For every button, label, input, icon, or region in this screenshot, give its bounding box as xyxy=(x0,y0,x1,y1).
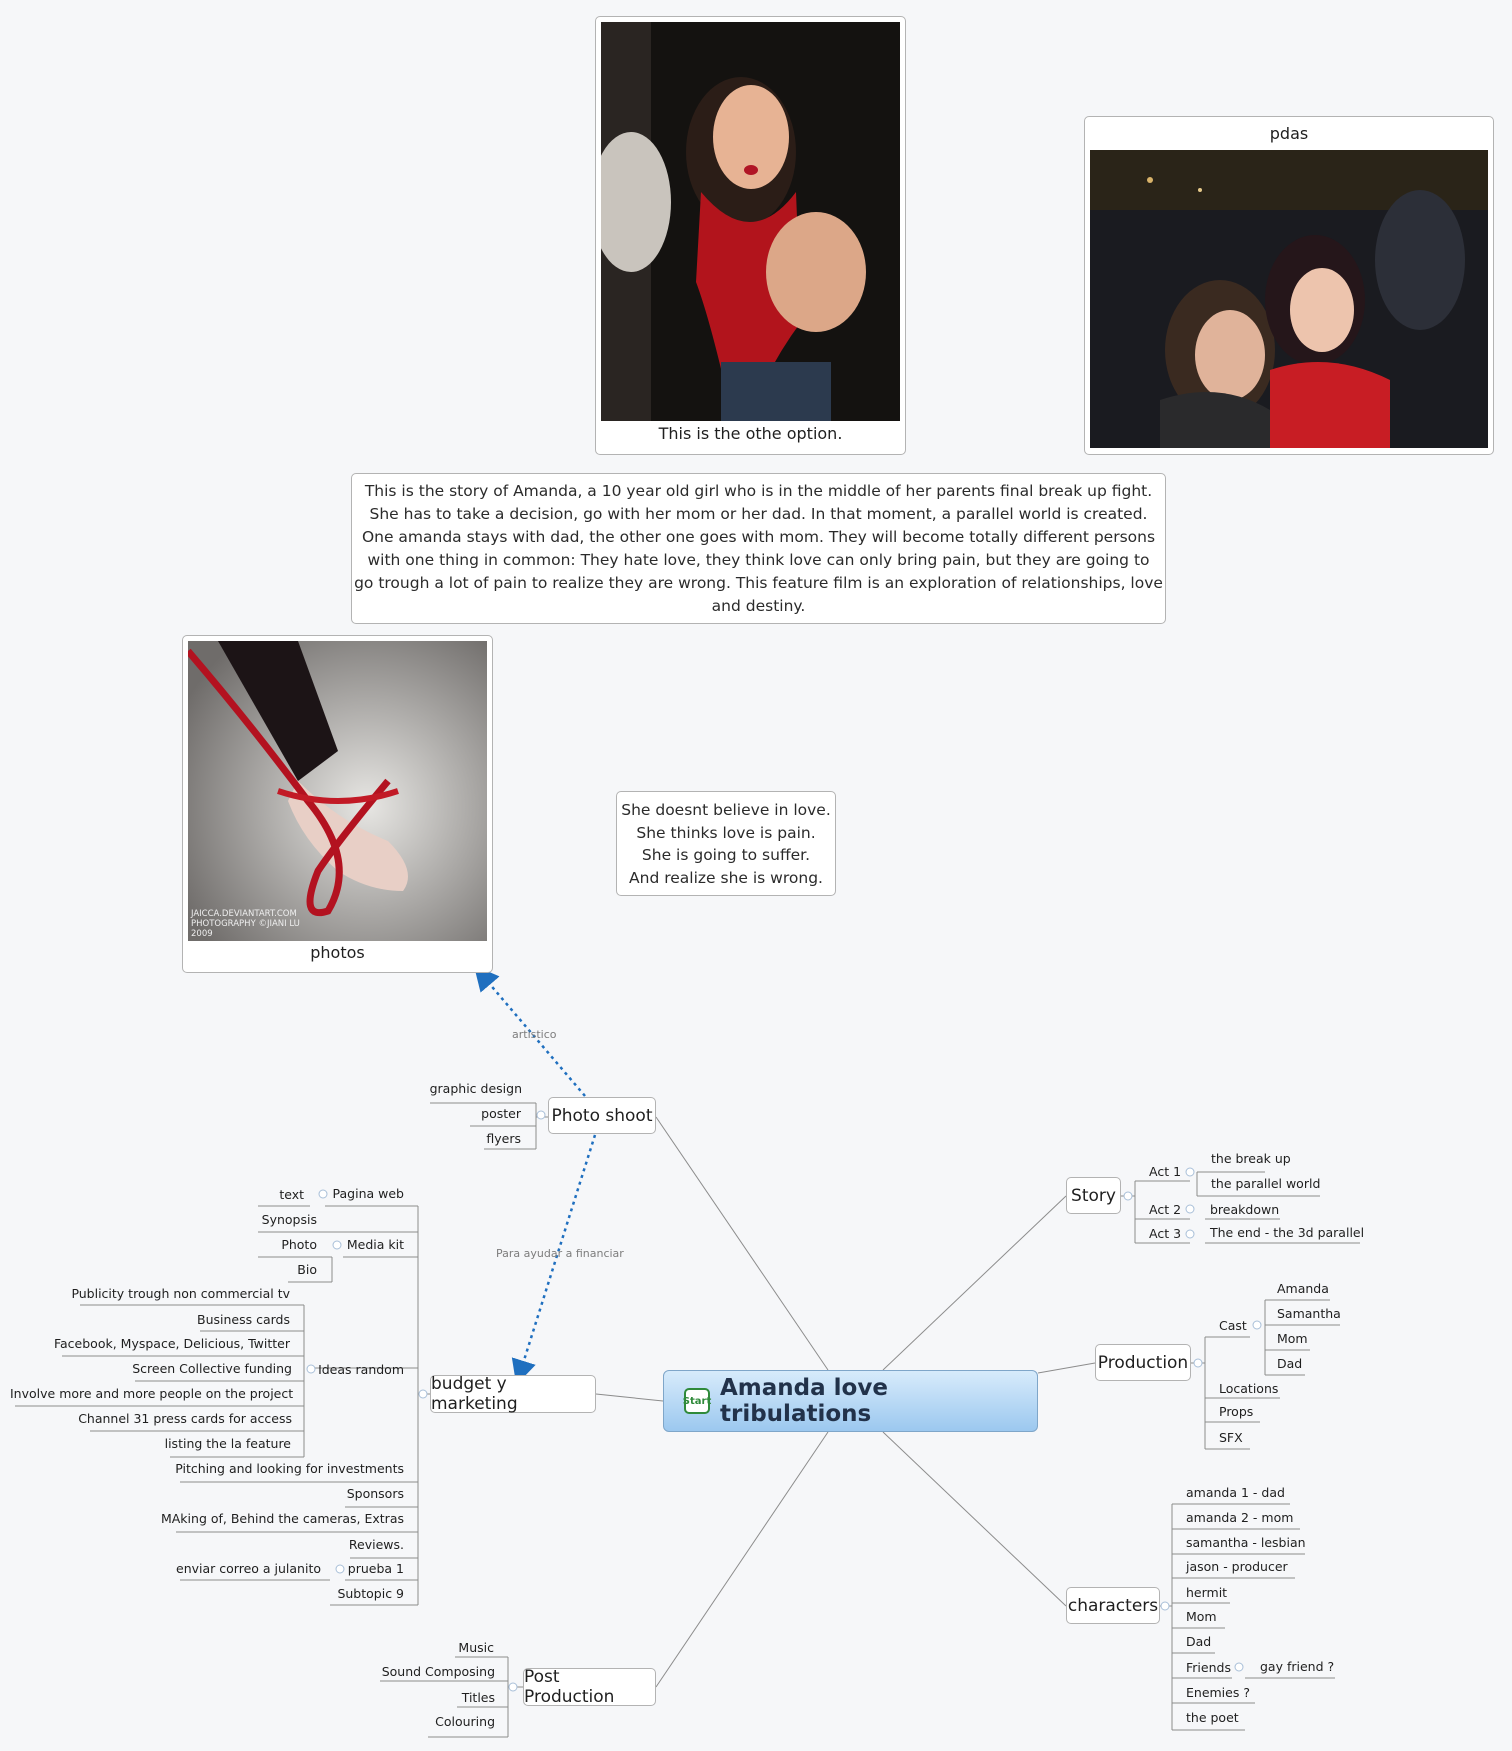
relationship-label[interactable]: artistico xyxy=(512,1028,557,1041)
leaf-cast-member[interactable]: Amanda xyxy=(1277,1281,1329,1296)
leaf-reviews[interactable]: Reviews. xyxy=(348,1537,404,1552)
leaf-music[interactable]: Music xyxy=(458,1640,494,1655)
central-topic-title: Amanda love tribulations xyxy=(720,1375,888,1427)
image-topic-photos[interactable]: JAICCA.DEVIANTART.COM PHOTOGRAPHY ©JIANI… xyxy=(182,635,493,973)
leaf-gay-friend[interactable]: gay friend ? xyxy=(1260,1659,1335,1674)
leaf-graphic-design[interactable]: graphic design xyxy=(429,1081,522,1096)
leaf-sound-composing[interactable]: Sound Composing xyxy=(381,1664,495,1679)
leaf-idea[interactable]: Publicity trough non commercial tv xyxy=(71,1286,290,1301)
story-description[interactable]: This is the story of Amanda, a 10 year o… xyxy=(351,473,1166,624)
topic-post-production[interactable]: Post Production xyxy=(523,1667,656,1707)
image-topic-red-scarf[interactable]: This is the othe option. xyxy=(595,16,906,455)
leaf-character[interactable]: Dad xyxy=(1186,1634,1212,1649)
leaf-character[interactable]: jason - producer xyxy=(1186,1559,1288,1574)
topic-budget-marketing[interactable]: budget y marketing xyxy=(430,1374,596,1414)
tagline-line: She is going to suffer. xyxy=(641,846,811,864)
story-line: go trough a lot of pain to realize they … xyxy=(354,574,1163,592)
leaf-photo[interactable]: Photo xyxy=(281,1237,317,1252)
leaf-the-end[interactable]: The end - the 3d parallel xyxy=(1210,1225,1365,1240)
story-line: and destiny. xyxy=(711,597,806,615)
story-line: This is the story of Amanda, a 10 year o… xyxy=(364,482,1153,500)
leaf-idea[interactable]: Channel 31 press cards for access xyxy=(78,1411,292,1426)
leaf-idea[interactable]: Business cards xyxy=(197,1312,290,1327)
leaf-ideas-random[interactable]: Ideas random xyxy=(318,1362,404,1377)
leaf-poster[interactable]: poster xyxy=(481,1106,521,1121)
leaf-text[interactable]: text xyxy=(279,1187,304,1202)
leaf-act-3[interactable]: Act 3 xyxy=(1149,1226,1182,1241)
photo-watermark: JAICCA.DEVIANTART.COM PHOTOGRAPHY ©JIANI… xyxy=(191,909,300,939)
leaf-props[interactable]: Props xyxy=(1219,1404,1254,1419)
leaf-cast-member[interactable]: Mom xyxy=(1277,1331,1308,1346)
leaf-enviar-correo[interactable]: enviar correo a julanito xyxy=(176,1561,321,1576)
topic-story[interactable]: Story xyxy=(1066,1177,1121,1214)
leaf-pagina-web[interactable]: Pagina web xyxy=(332,1186,404,1201)
leaf-act-1[interactable]: Act 1 xyxy=(1149,1164,1182,1179)
topic-production[interactable]: Production xyxy=(1095,1344,1191,1381)
leaf-idea[interactable]: Screen Collective funding xyxy=(132,1361,292,1376)
tagline-line: And realize she is wrong. xyxy=(629,868,823,887)
leaf-making-of[interactable]: MAking of, Behind the cameras, Extras xyxy=(160,1511,404,1526)
leaf-character[interactable]: amanda 2 - mom xyxy=(1186,1510,1294,1525)
leaf-breakdown[interactable]: breakdown xyxy=(1210,1202,1280,1217)
leaf-character[interactable]: Enemies ? xyxy=(1186,1685,1250,1700)
tagline-line: She doesnt believe in love. xyxy=(621,801,831,819)
red-ribbon-hand-photo: JAICCA.DEVIANTART.COM PHOTOGRAPHY ©JIANI… xyxy=(188,641,487,941)
leaf-character[interactable]: hermit xyxy=(1186,1585,1228,1600)
leaf-cast-member[interactable]: Samantha xyxy=(1277,1306,1341,1321)
leaf-character[interactable]: amanda 1 - dad xyxy=(1186,1485,1285,1500)
image-caption: photos xyxy=(310,943,365,962)
leaf-titles[interactable]: Titles xyxy=(461,1690,495,1705)
woman-red-scarf-photo xyxy=(601,22,900,421)
leaf-idea[interactable]: Involve more and more people on the proj… xyxy=(10,1386,294,1401)
two-women-party-photo xyxy=(1090,150,1488,448)
leaf-cast-member[interactable]: Dad xyxy=(1277,1356,1303,1371)
leaf-locations[interactable]: Locations xyxy=(1219,1381,1279,1396)
leaf-prueba[interactable]: prueba 1 xyxy=(347,1561,404,1576)
leaf-colouring[interactable]: Colouring xyxy=(435,1714,495,1729)
story-line: with one thing in common: They hate love… xyxy=(367,551,1150,569)
leaf-bio[interactable]: Bio xyxy=(297,1262,317,1277)
tagline-box[interactable]: She doesnt believe in love. She thinks l… xyxy=(616,791,836,896)
leaf-idea[interactable]: listing the la feature xyxy=(164,1436,291,1451)
topic-photo-shoot[interactable]: Photo shoot xyxy=(548,1097,656,1134)
story-line: She has to take a decision, go with her … xyxy=(369,505,1148,523)
story-line: One amanda stays with dad, the other one… xyxy=(361,528,1156,546)
leaf-pitching[interactable]: Pitching and looking for investments xyxy=(175,1461,404,1476)
start-icon: Start xyxy=(683,1388,711,1414)
leaf-sponsors[interactable]: Sponsors xyxy=(346,1486,404,1501)
leaf-character[interactable]: Mom xyxy=(1186,1609,1217,1624)
leaf-synopsis[interactable]: Synopsis xyxy=(261,1212,317,1227)
leaf-flyers[interactable]: flyers xyxy=(486,1131,521,1146)
central-topic[interactable]: Start Amanda love tribulations xyxy=(663,1370,1038,1432)
leaf-character[interactable]: the poet xyxy=(1186,1710,1239,1725)
leaf-act-2[interactable]: Act 2 xyxy=(1149,1202,1182,1217)
leaf-character[interactable]: samantha - lesbian xyxy=(1186,1535,1306,1550)
leaf-sfx[interactable]: SFX xyxy=(1219,1430,1243,1445)
image-topic-pdas[interactable]: pdas xyxy=(1084,116,1494,455)
leaf-parallel-world[interactable]: the parallel world xyxy=(1211,1176,1321,1191)
leaf-subtopic[interactable]: Subtopic 9 xyxy=(337,1586,404,1601)
leaf-character[interactable]: Friends xyxy=(1186,1660,1231,1675)
leaf-break-up[interactable]: the break up xyxy=(1211,1151,1291,1166)
image-caption: This is the othe option. xyxy=(658,424,843,443)
tagline-line: She thinks love is pain. xyxy=(636,823,816,842)
leaf-media-kit[interactable]: Media kit xyxy=(346,1237,404,1252)
leaf-idea[interactable]: Facebook, Myspace, Delicious, Twitter xyxy=(53,1336,290,1351)
relationship-label[interactable]: Para ayudar a financiar xyxy=(496,1247,624,1260)
image-title: pdas xyxy=(1269,124,1309,143)
topic-characters[interactable]: characters xyxy=(1066,1587,1160,1624)
leaf-cast[interactable]: Cast xyxy=(1219,1318,1247,1333)
